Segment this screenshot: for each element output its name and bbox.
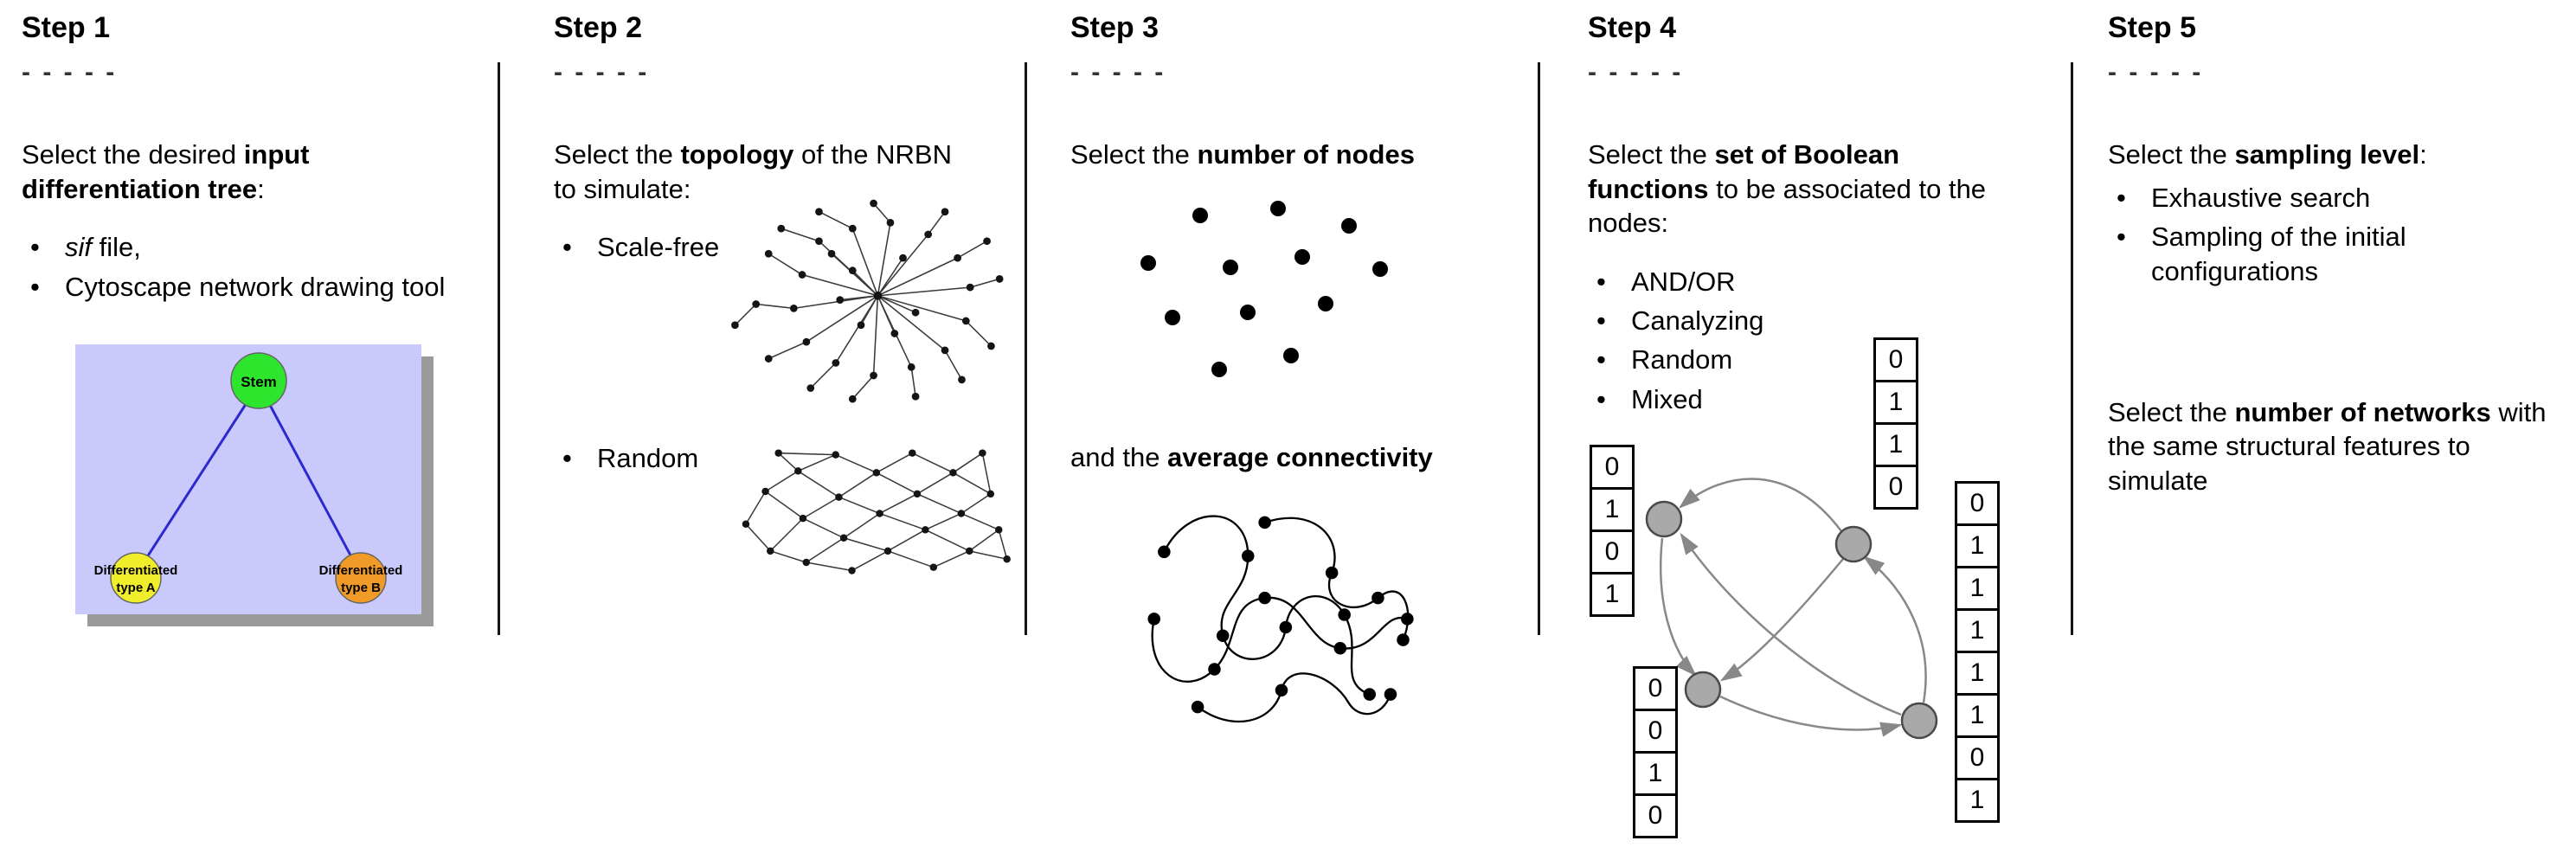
truth-table-cell: 0: [1873, 465, 1918, 510]
bullet-item: Exhaustive search: [2108, 181, 2558, 215]
step-2-bullets: Scale-freeRandom: [554, 230, 973, 475]
type-a-label-line1: Differentiated: [94, 563, 178, 578]
column-divider: [498, 62, 500, 635]
truth-table-cell: 0: [1633, 793, 1678, 838]
step-1-bullets: sif file, Cytoscape network drawing tool: [22, 230, 489, 304]
tree-edge-b: [257, 383, 363, 575]
step-5-bullets: Exhaustive searchSampling of the initial…: [2108, 181, 2558, 288]
truth-table-cell: 1: [1955, 693, 2000, 738]
step-4-bullets: AND/OR CanalyzingRandomMixed: [1588, 265, 2042, 417]
boolean-network-arrows: [1659, 478, 1927, 737]
truth-table-cell: 0: [1590, 445, 1635, 490]
truth-table-cell: 0: [1590, 529, 1635, 574]
random-network-edges: [745, 452, 1008, 572]
bullet-item: AND/OR: [1588, 265, 2042, 299]
tree-edge-a: [134, 383, 260, 575]
bullet-item: Mixed: [1588, 382, 2042, 417]
truth-table-cell: 0: [1955, 481, 2000, 526]
bullet-item: Cytoscape network drawing tool: [22, 270, 489, 305]
bullet-item: Random: [1588, 343, 2042, 377]
step-3-connectivity-caption: and the average connectivity: [1070, 441, 1433, 472]
differentiation-tree-image: Stem Differentiated type A Differentiate…: [75, 343, 434, 626]
connected-nodes-image: [1147, 515, 1414, 723]
truth-table-cell: 1: [1633, 751, 1678, 796]
type-b-label-line2: type B: [341, 581, 381, 595]
bullet-item: Sampling of the initial configurations: [2108, 220, 2558, 288]
truth-table-cell: 1: [1955, 651, 2000, 696]
truth-table-cell: 1: [1955, 523, 2000, 568]
truth-table-cell: 1: [1590, 487, 1635, 532]
truth-table-cell: 0: [1873, 337, 1918, 382]
truth-table-cell: 1: [1873, 380, 1918, 425]
bullet-item: Scale-free: [554, 230, 973, 265]
type-a-label-line2: type A: [116, 581, 155, 595]
step-5-title: Step 5: [2108, 11, 2197, 44]
stem-node: [230, 352, 287, 409]
step-1-panel: Step 1 - - - - - Select the desired inpu…: [22, 11, 489, 843]
step-5-dashes: - - - - -: [2108, 58, 2204, 87]
step-5-panel: Step 5 - - - - - Select the sampling lev…: [2108, 11, 2558, 843]
scattered-nodes: [1140, 200, 1388, 377]
step-1-intro: Select the desired input differentiation…: [22, 139, 310, 204]
truth-table-cell: 1: [1955, 608, 2000, 653]
step-2-panel: Step 2 - - - - - Select the topology of …: [554, 11, 1011, 843]
bullet-item: sif file,: [22, 230, 489, 265]
step-5-intro: Select the sampling level:: [2108, 139, 2427, 170]
truth-table-cell: 1: [1955, 566, 2000, 611]
bullet-item: Random: [554, 441, 973, 476]
scale-free-network-image: [731, 199, 1004, 403]
bullet-item: Canalyzing: [1588, 304, 2042, 338]
truth-table-cell: 1: [1873, 422, 1918, 467]
step-3-intro: Select the number of nodes: [1070, 139, 1415, 170]
column-divider: [1025, 62, 1027, 635]
truth-table-cell: 0: [1633, 666, 1678, 711]
random-network-image: [742, 449, 1011, 574]
truth-table-cell: 0: [1955, 735, 2000, 780]
step-1-dashes: - - - - -: [22, 58, 118, 87]
column-divider: [1538, 62, 1540, 635]
connectivity-nodes: [1147, 516, 1414, 714]
step-2-dashes: - - - - -: [554, 58, 650, 87]
truth-table-cell: 1: [1955, 778, 2000, 823]
type-b-node: [335, 552, 387, 604]
step-3-title: Step 3: [1070, 11, 1160, 44]
column-divider: [2071, 62, 2073, 635]
scale-free-spoke-edges: [734, 202, 1000, 400]
truth-table-cell: 0: [1633, 709, 1678, 754]
step-4-dashes: - - - - -: [1588, 58, 1684, 87]
step-4-title: Step 4: [1588, 11, 1677, 44]
stem-node-label: Stem: [241, 374, 277, 390]
step-2-intro: Select the topology of the NRBN to simul…: [554, 139, 952, 204]
type-a-node: [110, 552, 162, 604]
step-2-title: Step 2: [554, 11, 643, 44]
scattered-nodes-image: [1140, 200, 1388, 377]
step-3-panel: Step 3 - - - - - Select the number of no…: [1070, 11, 1503, 843]
random-network-nodes: [742, 449, 1011, 574]
step-5-networks-text: Select the number of networks with the s…: [2108, 396, 2547, 496]
step-1-title: Step 1: [22, 11, 111, 44]
step-4-intro: Select the set of Boolean functions to b…: [1588, 139, 1987, 239]
step-4-panel: Step 4 - - - - - Select the set of Boole…: [1588, 11, 2042, 843]
boolean-network-edges-and-nodes: [1645, 478, 1938, 740]
boolean-network-nodes: [1645, 500, 1938, 740]
step-3-dashes: - - - - -: [1070, 58, 1166, 87]
scale-free-nodes: [731, 199, 1004, 403]
truth-table-cell: 1: [1590, 572, 1635, 617]
type-b-label-line1: Differentiated: [319, 563, 403, 578]
